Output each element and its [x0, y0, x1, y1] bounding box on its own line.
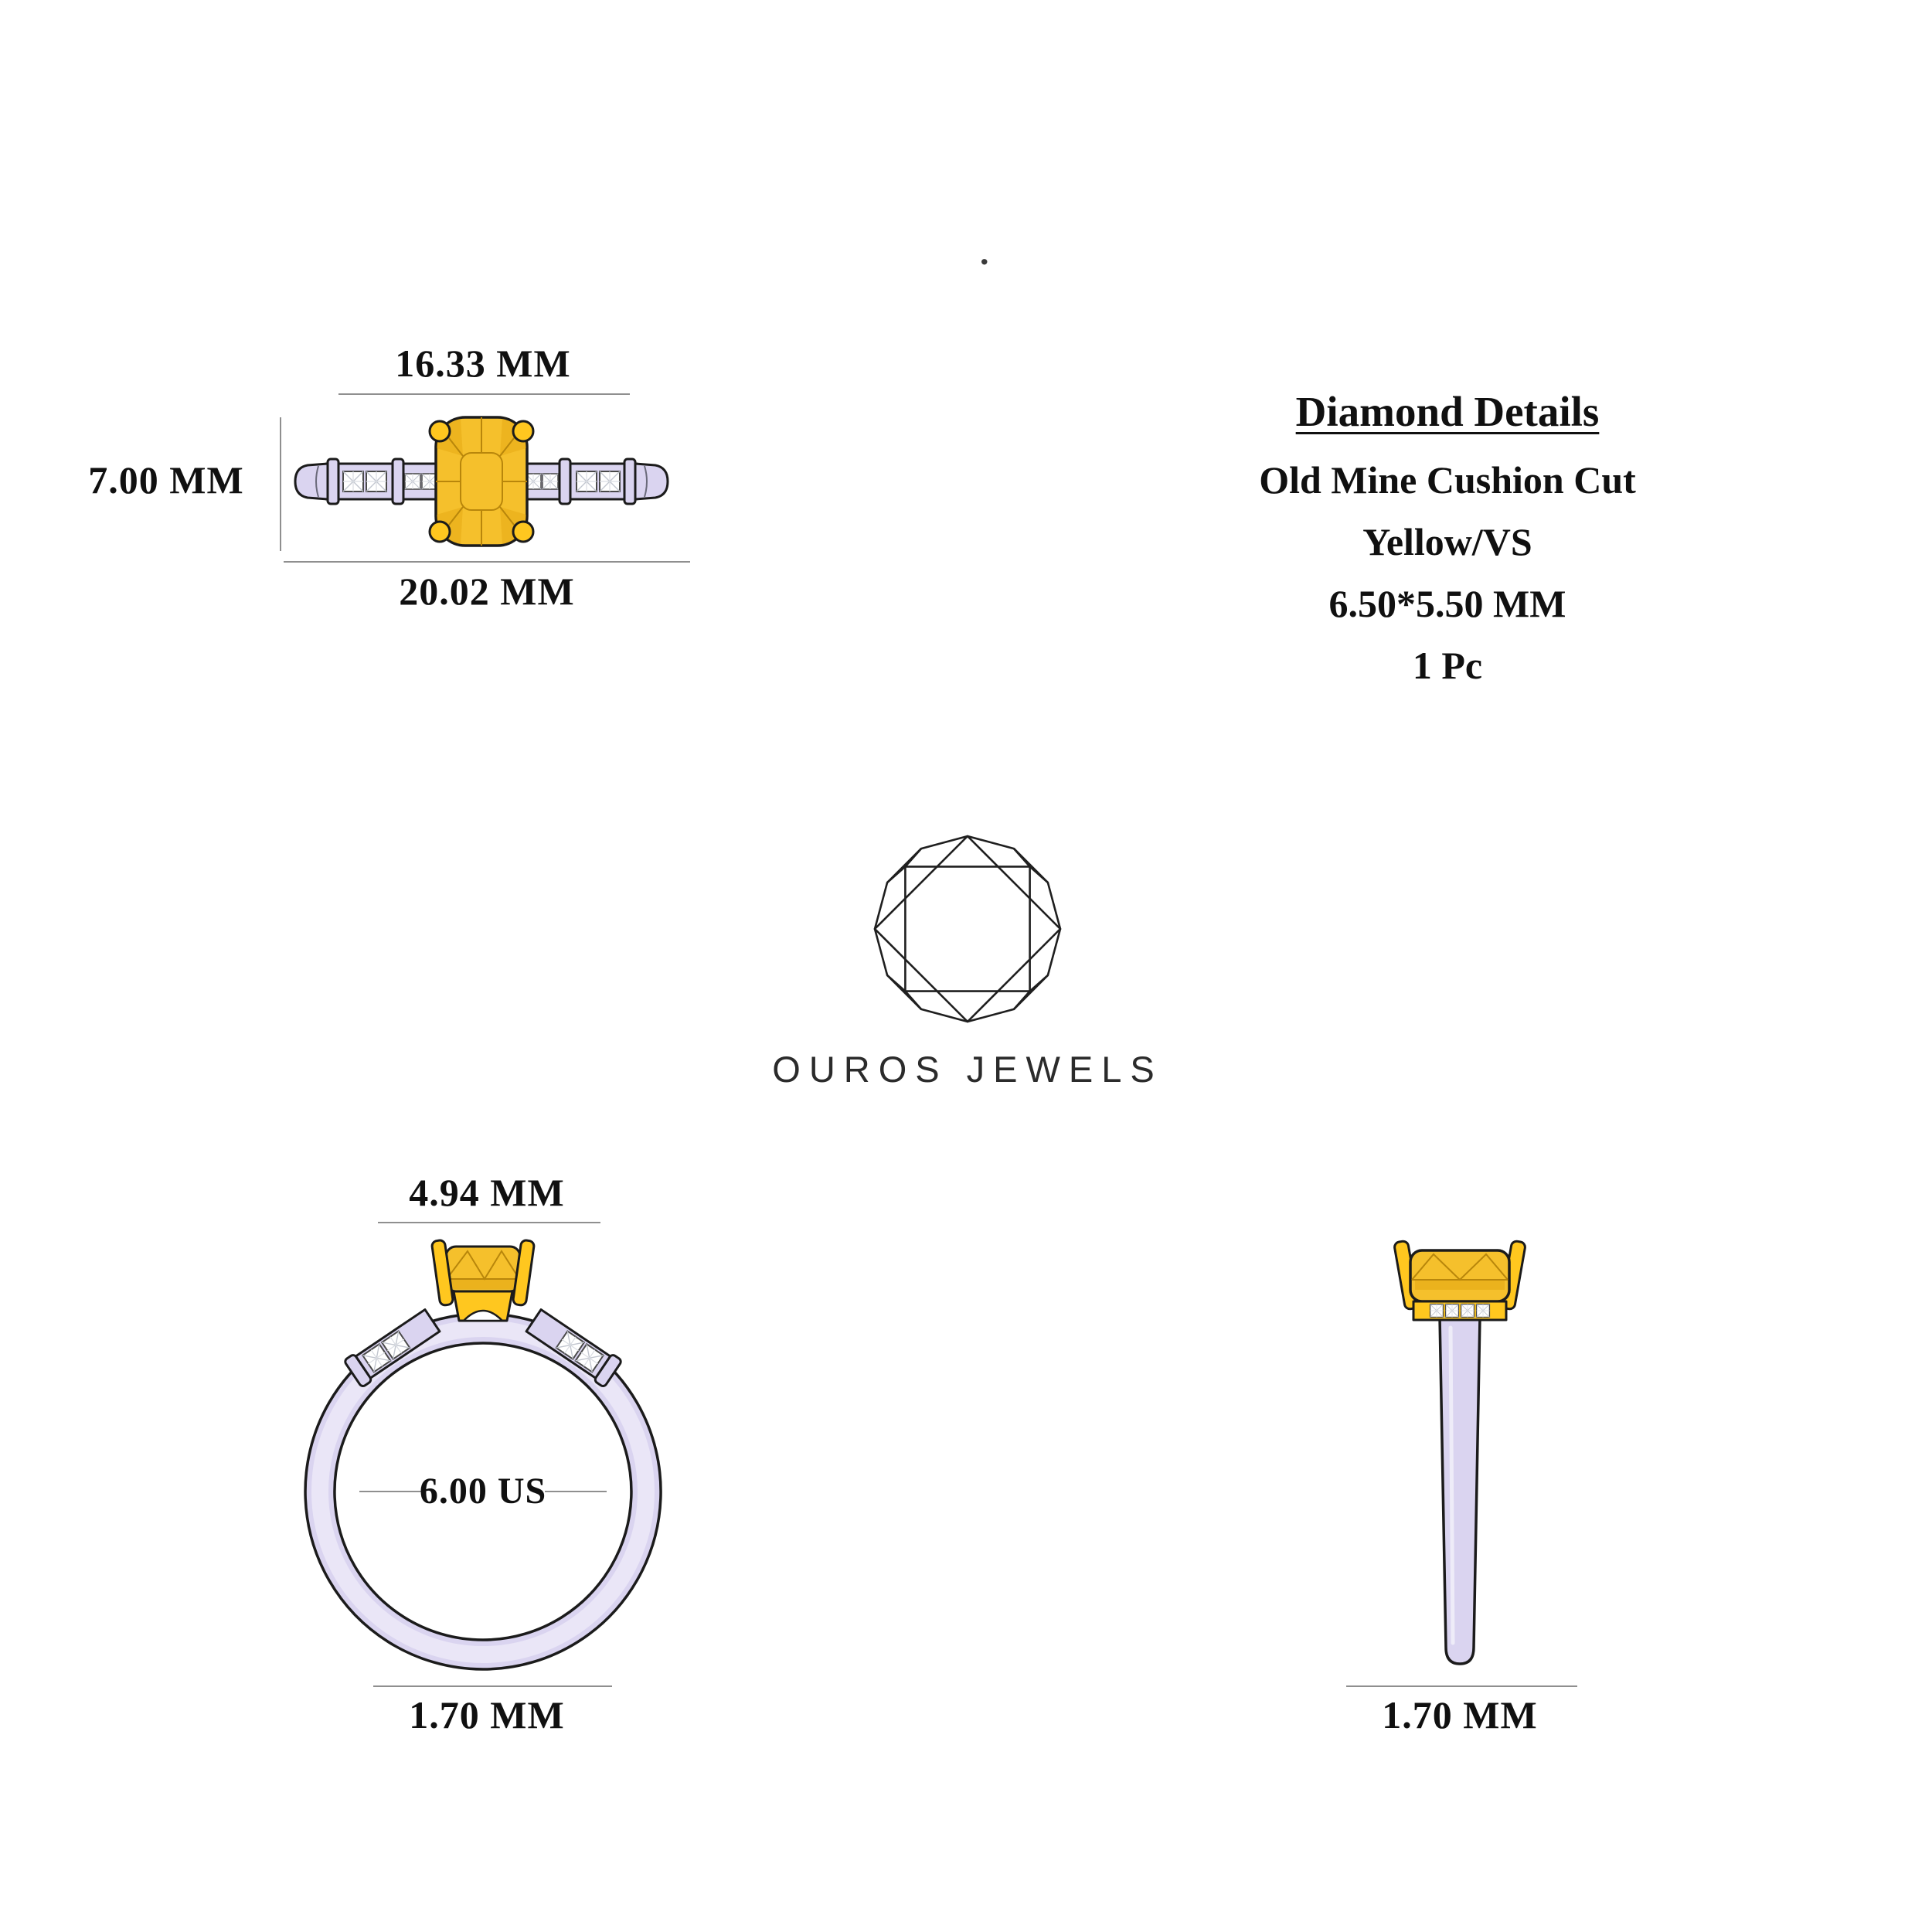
prong-icon — [512, 520, 535, 543]
brand-logo — [873, 835, 1062, 1023]
prong-icon — [512, 1239, 536, 1307]
shoulder-left — [344, 1308, 441, 1387]
dim-line-top-length — [284, 561, 690, 563]
dim-line-head-width — [378, 1222, 600, 1223]
prong-icon — [512, 420, 535, 443]
diamond-details-panel: Diamond Details Old Mine Cushion Cut Yel… — [1175, 390, 1720, 703]
side-gem — [1429, 1303, 1444, 1318]
ring-band-front — [304, 1312, 662, 1671]
front-head-width-label: 4.94 MM — [409, 1171, 565, 1214]
page-dot: . — [980, 233, 989, 272]
band-ridge — [391, 457, 405, 505]
prong-icon — [428, 520, 451, 543]
ring-side-profile-illustration — [1393, 1240, 1526, 1665]
dim-line-ring-size-left — [359, 1491, 421, 1492]
side-gem — [1460, 1303, 1475, 1318]
center-stone-side — [1409, 1249, 1511, 1303]
top-view-height-label: 7.00 MM — [88, 458, 244, 502]
brand-name: OUROS JEWELS — [772, 1049, 1163, 1090]
dim-line-top-height — [280, 417, 281, 551]
ring-front-view-illustration — [304, 1239, 662, 1671]
ring-head-side — [1393, 1240, 1526, 1321]
diamond-color-clarity-line: Yellow/VS — [1362, 520, 1532, 563]
diamond-pieces-line: 1 Pc — [1412, 644, 1483, 687]
dim-line-top-width — [338, 393, 630, 395]
shoulder-right — [525, 1308, 622, 1387]
side-gem — [404, 473, 421, 490]
band-end-cap-left — [294, 462, 329, 501]
ring-head-front — [430, 1239, 536, 1322]
prong-icon — [430, 1239, 454, 1307]
band-end-cap-right — [634, 462, 669, 501]
side-gem — [576, 471, 597, 492]
diamond-cut-line: Old Mine Cushion Cut — [1259, 458, 1636, 502]
head-gallery-arch — [462, 1309, 504, 1322]
dim-line-ring-size-right — [545, 1491, 607, 1492]
side-gem — [1475, 1303, 1491, 1318]
diamond-size-line: 6.50*5.50 MM — [1328, 582, 1566, 625]
band-ridge — [623, 457, 637, 505]
diamond-details-title: Diamond Details — [1295, 388, 1600, 435]
dim-line-band-thickness-front — [373, 1685, 612, 1687]
side-gem — [1444, 1303, 1460, 1318]
side-gem — [342, 471, 364, 492]
top-view-length-label: 20.02 MM — [399, 570, 575, 613]
band-ridge — [558, 457, 572, 505]
shank-side — [1438, 1315, 1481, 1665]
side-band-thickness-label: 1.70 MM — [1382, 1693, 1538, 1736]
side-gem — [542, 473, 559, 490]
center-stone-top-view — [428, 416, 535, 547]
side-gem — [599, 471, 621, 492]
band-ridge — [326, 457, 340, 505]
side-gem — [366, 471, 387, 492]
top-view-width-label: 16.33 MM — [395, 342, 571, 385]
ring-top-view-illustration — [294, 416, 669, 547]
front-band-thickness-label: 1.70 MM — [409, 1693, 565, 1736]
prong-icon — [428, 420, 451, 443]
head-bezel-bar — [1412, 1300, 1508, 1321]
diamond-logo-icon — [873, 835, 1062, 1023]
dim-line-band-thickness-side — [1346, 1685, 1577, 1687]
ring-size-label: 6.00 US — [419, 1471, 547, 1512]
